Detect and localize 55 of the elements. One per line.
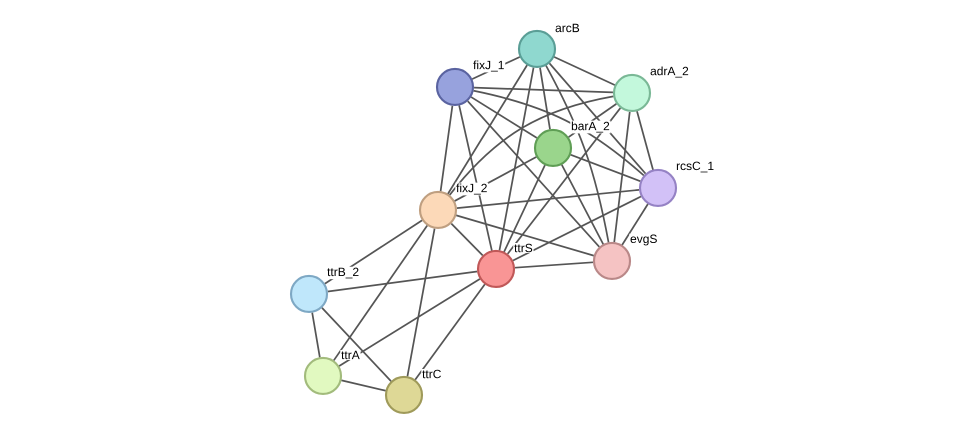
interaction-line: [311, 312, 321, 358]
protein-circle: [612, 74, 652, 112]
interaction-line: [506, 108, 622, 254]
protein-circle: [290, 274, 328, 314]
interaction-line: [447, 64, 528, 194]
interaction-line: [470, 96, 538, 139]
protein-circle: [304, 356, 342, 396]
interaction-line: [545, 65, 610, 242]
interaction-line: [474, 86, 613, 94]
node-label: adrA_2: [649, 66, 690, 78]
interaction-line: [561, 164, 604, 244]
interaction-line: [539, 68, 551, 130]
interaction-line: [456, 189, 640, 209]
interaction-line: [449, 95, 614, 196]
interaction-line: [406, 228, 436, 376]
interaction-line: [440, 106, 454, 192]
node-label: fixJ_2: [455, 182, 488, 196]
protein-circle: [418, 190, 458, 230]
interaction-line: [474, 90, 644, 176]
protein-circle: [476, 250, 516, 288]
interaction-line: [613, 112, 631, 242]
protein-circle: [592, 242, 632, 280]
interaction-line: [467, 100, 600, 248]
interaction-line: [338, 278, 480, 367]
protein-circle: [436, 68, 474, 106]
interaction-line: [414, 284, 486, 380]
node-label: fixJ_1: [472, 60, 506, 72]
interaction-line: [636, 111, 654, 170]
interaction-line: [512, 196, 642, 262]
protein-circle: [384, 376, 424, 414]
protein-circle: [638, 168, 678, 208]
interaction-line: [554, 56, 616, 86]
node-label: ttrB_2: [326, 266, 360, 280]
interaction-line: [456, 214, 594, 256]
interaction-line: [570, 154, 640, 182]
node-label: rcsC_1: [675, 160, 715, 174]
node-label: arcB: [554, 23, 581, 33]
interaction-line: [503, 164, 546, 252]
node-label: ttrC: [421, 368, 442, 380]
protein-circle: [518, 30, 556, 68]
interaction-line: [321, 307, 392, 382]
interaction-line: [328, 270, 478, 292]
interaction-line: [450, 222, 484, 256]
interaction-line: [514, 261, 594, 269]
interaction-line: [458, 105, 493, 251]
protein-circle: [534, 128, 572, 168]
interaction-line: [548, 62, 646, 174]
node-label: ttrA: [340, 350, 361, 360]
interaction-line: [333, 225, 428, 361]
node-label: ttrS: [513, 242, 534, 254]
interaction-line: [341, 380, 386, 392]
interaction-line: [621, 204, 649, 246]
node-label: barA_2: [570, 120, 611, 134]
node-label: evgS: [629, 234, 658, 246]
interaction-line: [498, 68, 534, 250]
